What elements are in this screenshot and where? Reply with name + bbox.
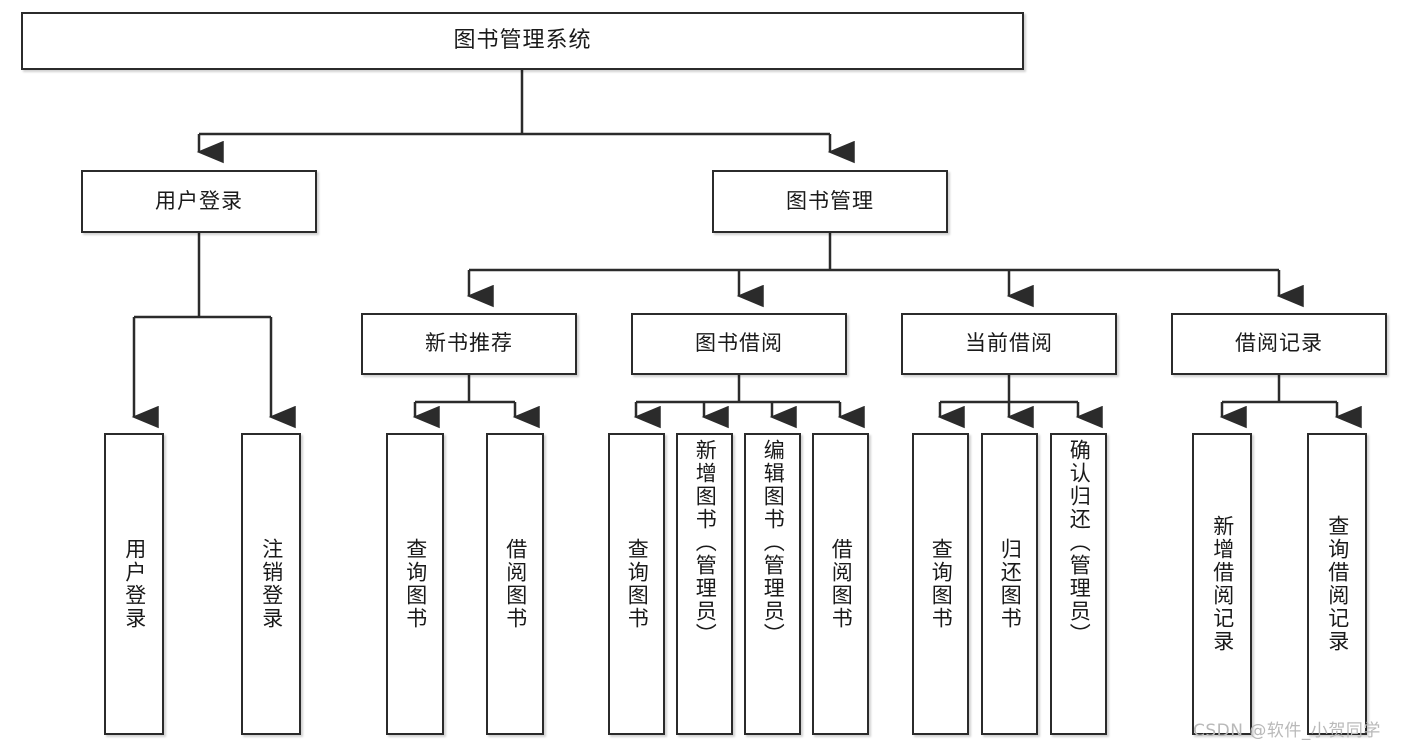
leaf-user-login[interactable]: 用户登录 — [104, 433, 164, 735]
csdn-watermark: CSDN @软件_小贺同学 — [1193, 716, 1381, 741]
node-book-borrow[interactable]: 图书借阅 — [631, 313, 847, 375]
leaf-currentborrow-return-book-label: 归还图书 — [998, 538, 1023, 630]
leaf-newbook-borrow-book-label: 借阅图书 — [503, 538, 528, 630]
node-root[interactable]: 图书管理系统 — [21, 12, 1024, 70]
node-new-book-recommend-label: 新书推荐 — [425, 331, 513, 356]
leaf-newbook-query-book-label: 查询图书 — [403, 538, 428, 630]
node-book-manage-label: 图书管理 — [786, 188, 874, 213]
leaf-borrowrecord-add-record-label: 新增借阅记录 — [1210, 515, 1235, 653]
node-borrow-record[interactable]: 借阅记录 — [1171, 313, 1387, 375]
leaf-currentborrow-confirm-return[interactable]: 确认归还（管理员） — [1050, 433, 1107, 735]
leaf-bookborrow-add-book[interactable]: 新增图书（管理员） — [676, 433, 733, 735]
leaf-currentborrow-confirm-return-label: 确认归还（管理员） — [1067, 439, 1092, 646]
node-current-borrow-label: 当前借阅 — [965, 331, 1053, 356]
leaf-bookborrow-query-book[interactable]: 查询图书 — [608, 433, 665, 735]
node-borrow-record-label: 借阅记录 — [1235, 331, 1323, 356]
leaf-bookborrow-query-book-label: 查询图书 — [625, 538, 650, 630]
leaf-borrowrecord-query-record-label: 查询借阅记录 — [1325, 515, 1350, 653]
leaf-logout[interactable]: 注销登录 — [241, 433, 301, 735]
node-user-login[interactable]: 用户登录 — [81, 170, 317, 233]
leaf-bookborrow-edit-book-label: 编辑图书（管理员） — [761, 439, 786, 646]
leaf-newbook-query-book[interactable]: 查询图书 — [386, 433, 444, 735]
leaf-bookborrow-borrow-book[interactable]: 借阅图书 — [812, 433, 869, 735]
node-book-manage[interactable]: 图书管理 — [712, 170, 948, 233]
leaf-borrowrecord-add-record[interactable]: 新增借阅记录 — [1192, 433, 1252, 735]
leaf-user-login-label: 用户登录 — [122, 538, 147, 630]
csdn-watermark-text: CSDN @软件_小贺同学 — [1193, 721, 1381, 741]
leaf-newbook-borrow-book[interactable]: 借阅图书 — [486, 433, 544, 735]
node-root-label: 图书管理系统 — [453, 27, 592, 53]
node-current-borrow[interactable]: 当前借阅 — [901, 313, 1117, 375]
leaf-logout-label: 注销登录 — [259, 538, 284, 630]
leaf-bookborrow-add-book-label: 新增图书（管理员） — [693, 439, 718, 646]
leaf-currentborrow-return-book[interactable]: 归还图书 — [981, 433, 1038, 735]
leaf-borrowrecord-query-record[interactable]: 查询借阅记录 — [1307, 433, 1367, 735]
node-user-login-label: 用户登录 — [155, 188, 243, 213]
node-book-borrow-label: 图书借阅 — [695, 331, 783, 356]
leaf-currentborrow-query-book-label: 查询图书 — [929, 538, 954, 630]
node-new-book-recommend[interactable]: 新书推荐 — [361, 313, 577, 375]
leaf-bookborrow-edit-book[interactable]: 编辑图书（管理员） — [744, 433, 801, 735]
leaf-bookborrow-borrow-book-label: 借阅图书 — [829, 538, 854, 630]
leaf-currentborrow-query-book[interactable]: 查询图书 — [912, 433, 969, 735]
